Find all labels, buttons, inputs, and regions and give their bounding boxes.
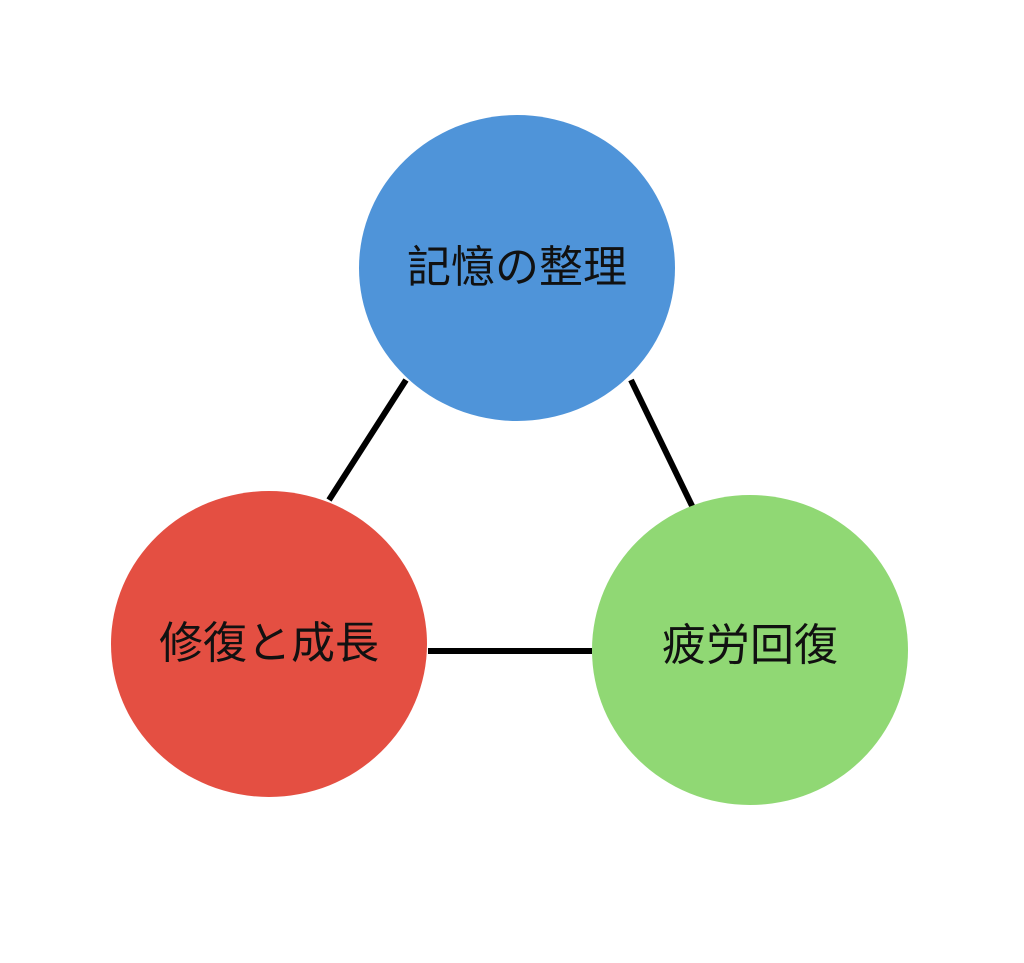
edge-memory-repair <box>326 378 409 502</box>
node-fatigue: 疲労回復 <box>592 495 908 805</box>
node-memory: 記憶の整理 <box>359 115 675 421</box>
edge-memory-fatigue <box>628 378 698 514</box>
node-fatigue-label: 疲労回復 <box>662 620 838 671</box>
node-fatigue-circle <box>592 495 908 805</box>
node-repair: 修復と成長 <box>111 491 427 797</box>
node-repair-label: 修復と成長 <box>159 618 379 669</box>
node-repair-circle <box>111 491 427 797</box>
node-memory-circle <box>359 115 675 421</box>
node-memory-label: 記憶の整理 <box>407 242 627 293</box>
